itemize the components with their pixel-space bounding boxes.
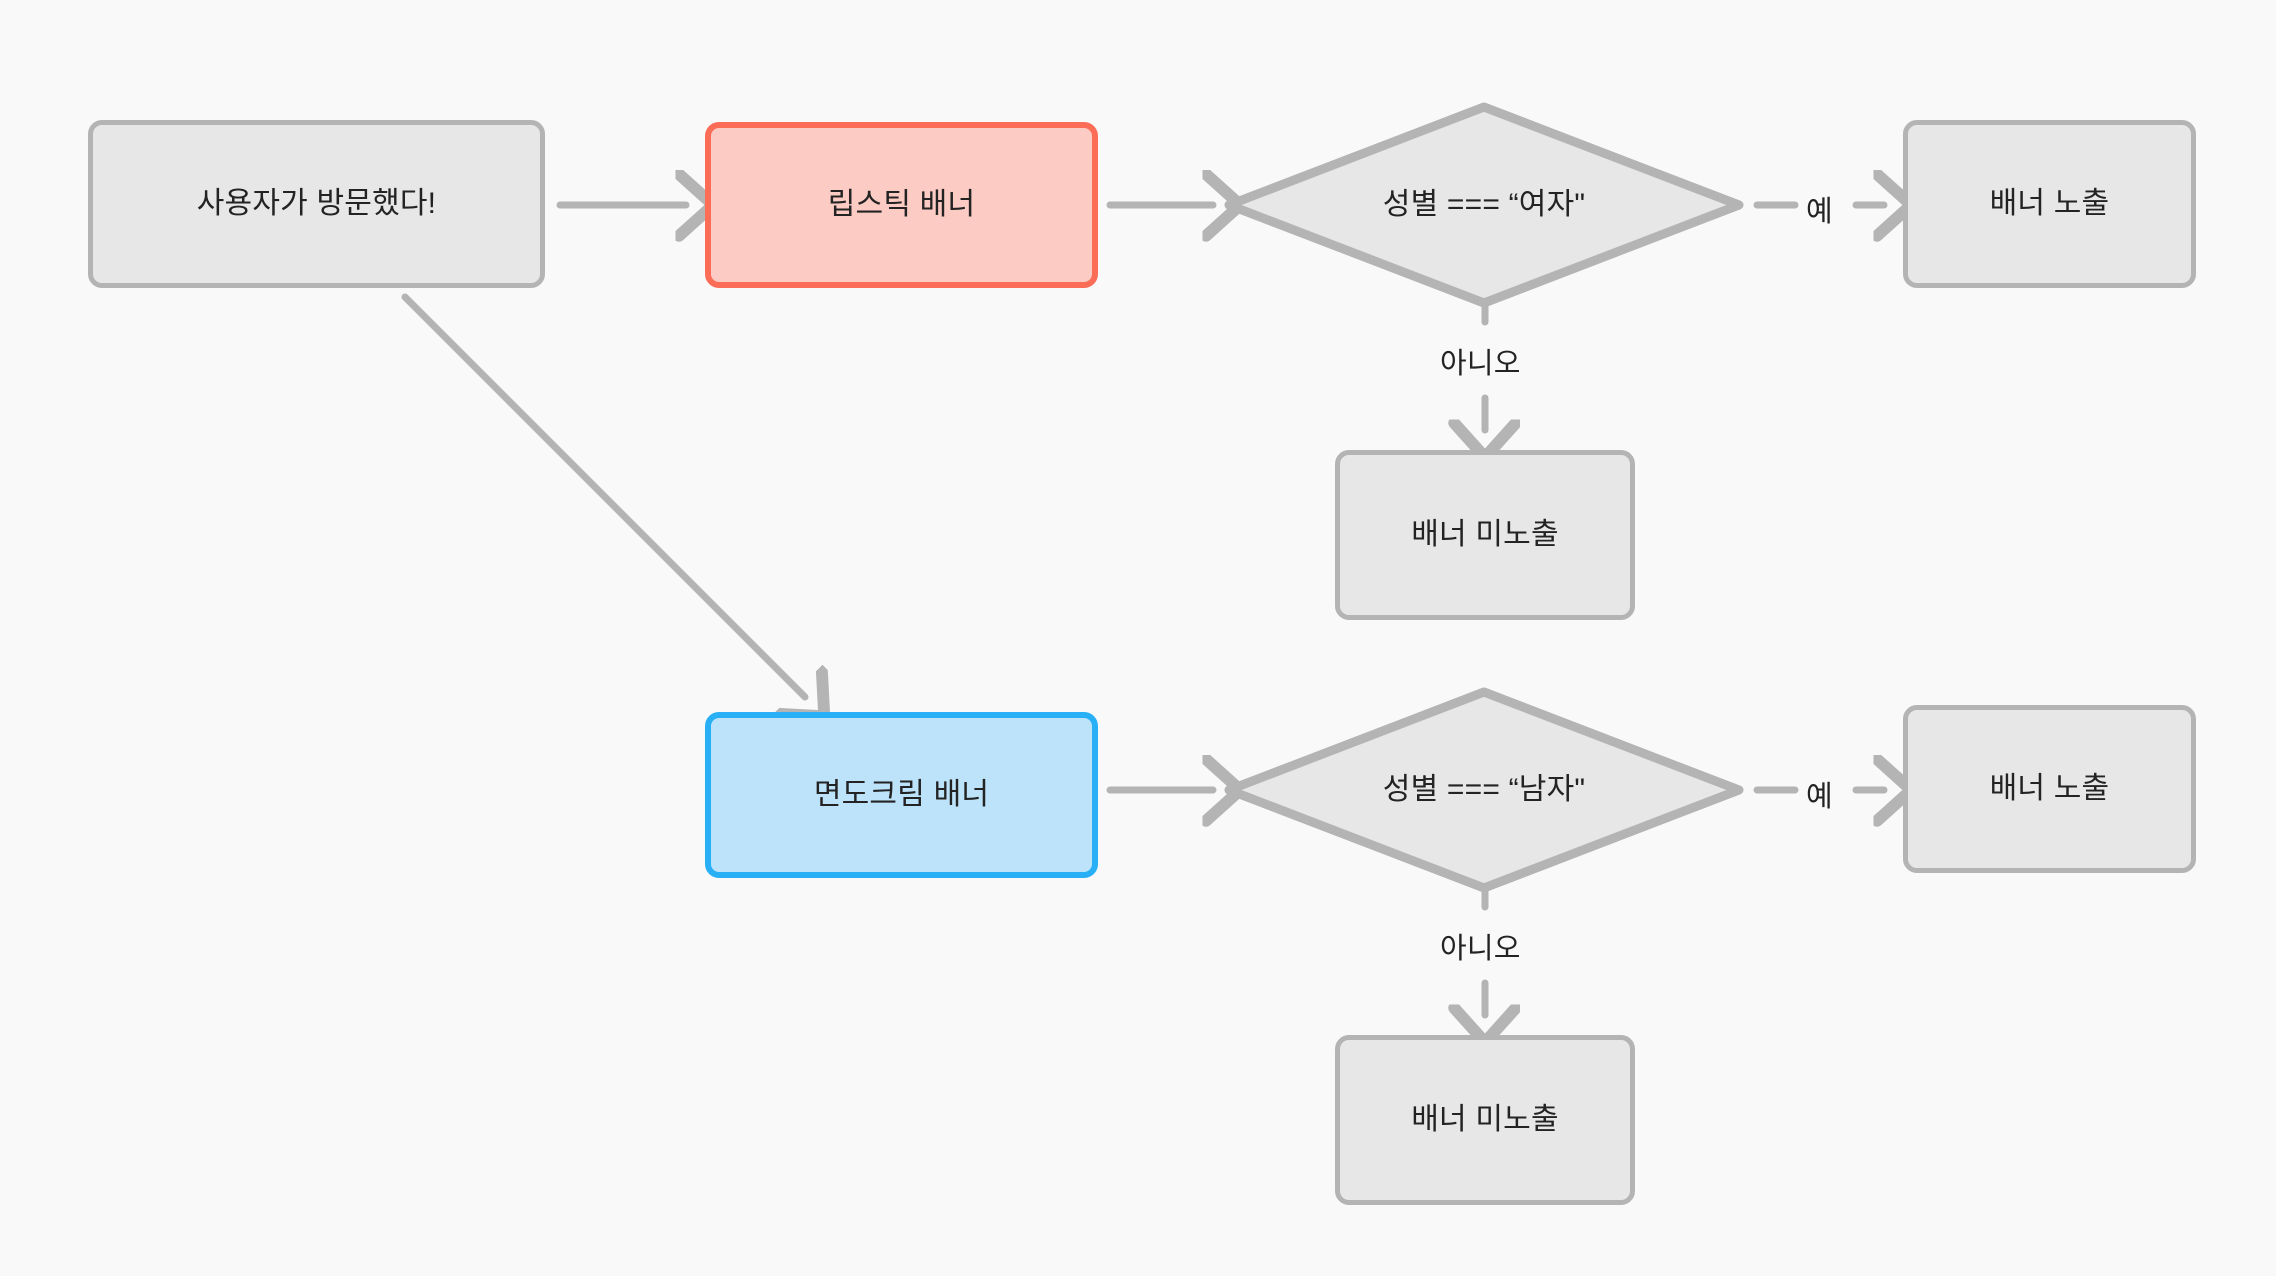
edge-label-no-bottom: 아니오 [1440,933,1521,965]
node-hide-banner-male-label: 배너 미노출 [1411,1102,1559,1136]
node-start-label: 사용자가 방문했다! [196,186,437,220]
node-lipstick-banner-label: 립스틱 배너 [827,187,976,221]
node-show-banner-female-label: 배너 노출 [1989,186,2110,220]
node-show-banner-male[interactable]: 배너 노출 [1903,705,2196,873]
node-shaving-cream-banner[interactable]: 면도크림 배너 [705,712,1098,878]
node-show-banner-female[interactable]: 배너 노출 [1903,120,2196,288]
diamond-shape-male [1224,687,1744,893]
edge-label-yes-top: 예 [1806,196,1833,228]
node-show-banner-male-label: 배너 노출 [1989,771,2110,805]
node-condition-female-label: 성별 === “여자" [1382,187,1586,221]
node-hide-banner-male[interactable]: 배너 미노출 [1335,1035,1635,1205]
edge-start-to-shaving-cream [401,293,805,697]
node-condition-male-label: 성별 === “남자" [1382,772,1586,806]
node-hide-banner-female[interactable]: 배너 미노출 [1335,450,1635,620]
node-condition-female[interactable]: 성별 === “여자" [1222,100,1746,310]
node-hide-banner-female-label: 배너 미노출 [1411,517,1559,551]
node-condition-male[interactable]: 성별 === “남자" [1222,685,1746,895]
diamond-shape-female [1224,102,1744,308]
node-shaving-cream-banner-label: 면도크림 배너 [813,777,990,811]
node-lipstick-banner[interactable]: 립스틱 배너 [705,122,1098,288]
node-start[interactable]: 사용자가 방문했다! [88,120,545,288]
edge-label-no-top: 아니오 [1440,348,1521,380]
edge-label-yes-bottom: 예 [1806,781,1833,813]
